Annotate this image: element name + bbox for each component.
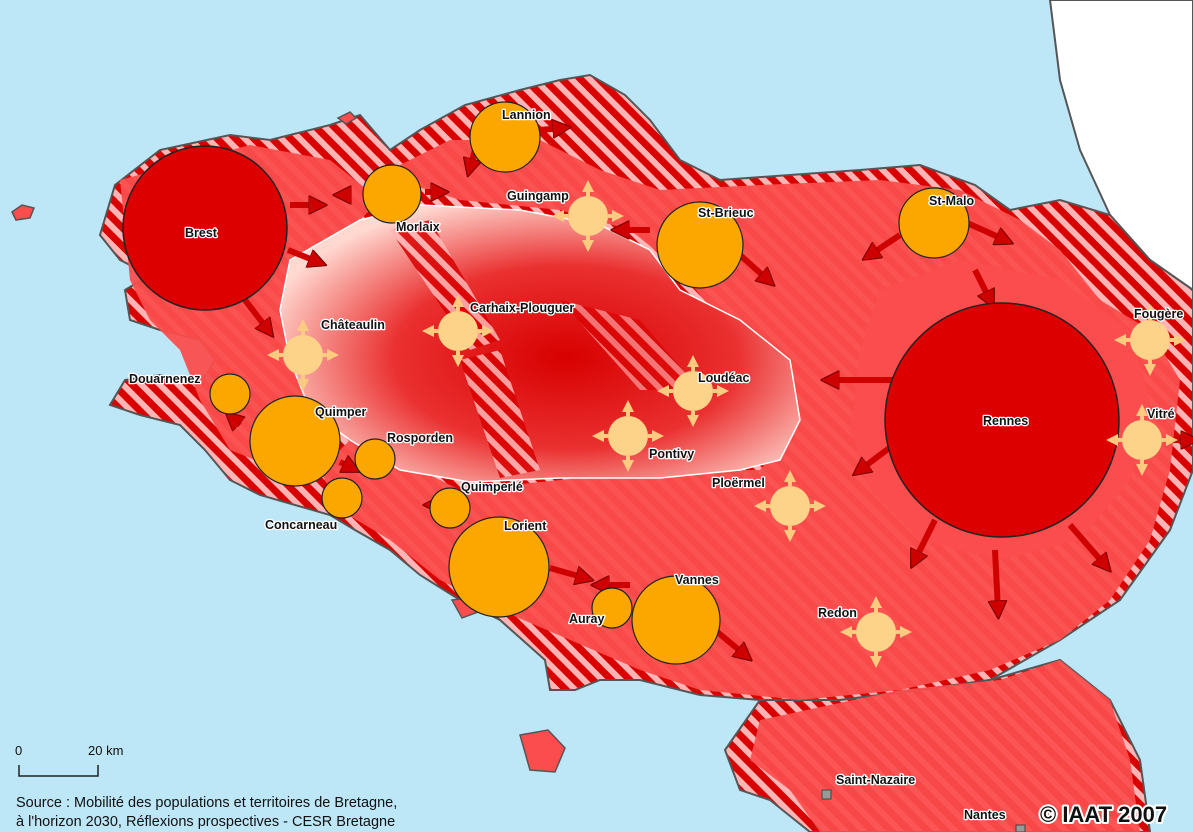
quimper-pole[interactable]: [249, 395, 341, 487]
city-label-quimper: Quimper: [315, 405, 367, 419]
city-label-fougeres: Fougère: [1134, 307, 1183, 321]
minor-pole-ploermel[interactable]: [754, 470, 826, 542]
island-belle-ile: [519, 729, 566, 773]
brest-pole[interactable]: [122, 145, 288, 311]
saint-nazaire-marker[interactable]: [821, 789, 832, 800]
city-label-carhaix: Carhaix-Plouguer: [470, 301, 574, 315]
city-label-ploermel: Ploërmel: [712, 476, 765, 490]
source-line-1: Source : Mobilité des populations et ter…: [16, 795, 397, 811]
hatched-corridor-2: [460, 350, 540, 478]
city-label-concarneau: Concarneau: [265, 518, 337, 532]
city-label-rennes: Rennes: [983, 414, 1028, 428]
source-line-2: à l'horizon 2030, Réflexions prospective…: [16, 814, 395, 830]
city-label-vitre: Vitré: [1147, 407, 1175, 421]
minor-pole-vitre[interactable]: [1106, 404, 1178, 476]
auray-pole[interactable]: [591, 587, 633, 629]
minor-pole-carhaix[interactable]: [422, 295, 494, 367]
island-ouessant: [11, 204, 36, 221]
douarnenez-pole[interactable]: [209, 373, 251, 415]
city-label-brest: Brest: [185, 226, 218, 240]
flow-arrows-major: [232, 128, 1190, 655]
city-label-chateaulin: Châteaulin: [321, 318, 385, 332]
morlaix-pole[interactable]: [362, 164, 422, 224]
st-malo-pole[interactable]: [898, 187, 970, 259]
city-label-saint-nazaire: Saint-Nazaire: [836, 773, 915, 787]
city-label-nantes: Nantes: [964, 808, 1006, 822]
city-label-st-brieuc: St-Brieuc: [698, 206, 754, 220]
city-label-douarnenez: Douarnenez: [129, 372, 201, 386]
city-label-st-malo: St-Malo: [929, 194, 975, 208]
island-batz: [336, 111, 358, 125]
city-label-redon: Redon: [818, 606, 857, 620]
city-label-lannion: Lannion: [502, 108, 551, 122]
city-label-guingamp: Guingamp: [507, 189, 569, 203]
minor-pole-guingamp[interactable]: [552, 180, 624, 252]
city-label-vannes: Vannes: [675, 573, 719, 587]
city-label-auray: Auray: [569, 612, 604, 626]
minor-pole-redon[interactable]: [840, 596, 912, 668]
city-label-morlaix: Morlaix: [396, 220, 440, 234]
lannion-pole[interactable]: [469, 101, 541, 173]
scale-start-label: 0: [15, 743, 22, 758]
scale-end-label: 20 km: [88, 743, 123, 758]
vannes-pole[interactable]: [631, 575, 721, 665]
minor-pole-fougeres[interactable]: [1114, 304, 1186, 376]
city-label-pontivy: Pontivy: [649, 447, 694, 461]
copyright-label: © IAAT 2007: [1040, 802, 1167, 827]
city-label-quimperle: Quimperlé: [461, 480, 523, 494]
city-label-lorient: Lorient: [504, 519, 547, 533]
mobility-zone-south: [750, 660, 1140, 832]
hatched-corridor-3: [560, 300, 700, 390]
rosporden-pole[interactable]: [354, 438, 396, 480]
minor-pole-chateaulin[interactable]: [267, 319, 339, 391]
quimperle-pole[interactable]: [429, 487, 471, 529]
lorient-pole[interactable]: [448, 516, 550, 618]
concarneau-pole[interactable]: [321, 477, 363, 519]
minor-pole-pontivy[interactable]: [592, 400, 664, 472]
rennes-pole[interactable]: [884, 302, 1120, 538]
city-label-loudeac: Loudéac: [698, 371, 749, 385]
scale-bar: 0 20 km: [15, 743, 123, 777]
minor-pole-loudeac[interactable]: [657, 355, 729, 427]
nantes-marker[interactable]: [1015, 824, 1026, 832]
city-label-rosporden: Rosporden: [387, 431, 453, 445]
st-brieuc-pole[interactable]: [656, 201, 744, 289]
